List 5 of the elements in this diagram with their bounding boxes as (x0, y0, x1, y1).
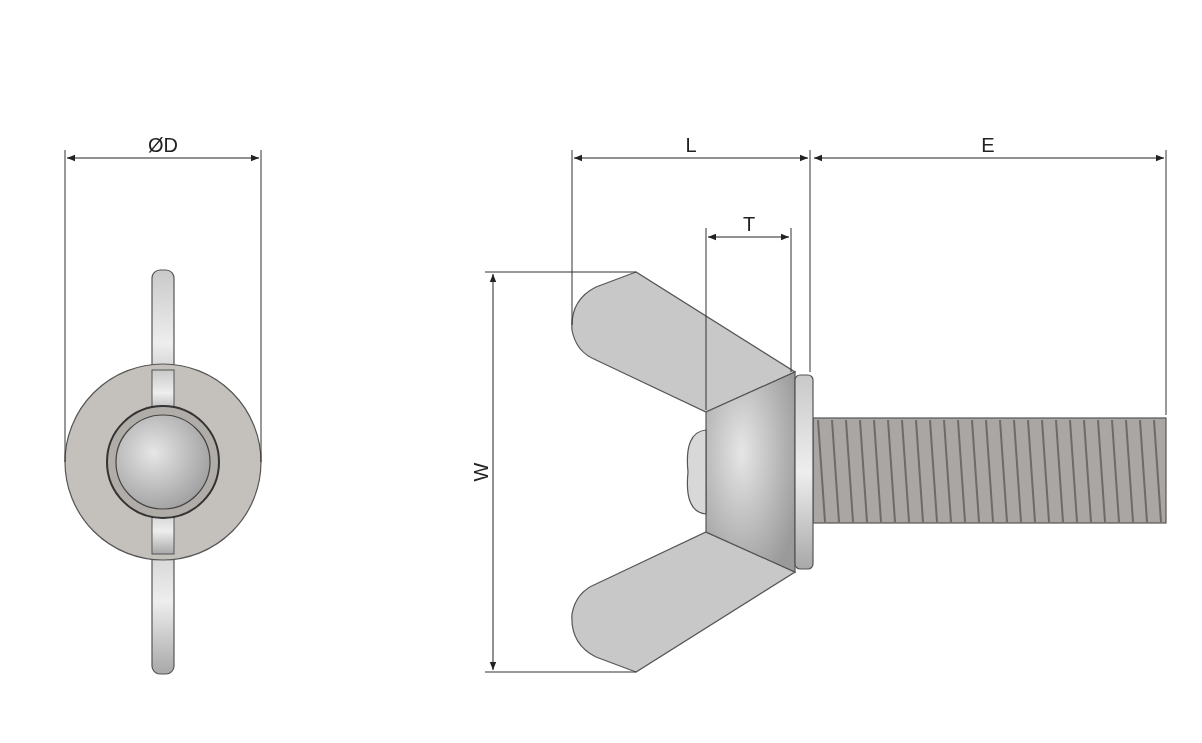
dimension-label: ØD (148, 135, 178, 155)
dimension-label: T (742, 214, 756, 234)
dimension-label: W (471, 462, 491, 482)
dimension-label: E (981, 135, 995, 155)
dimension-label: L (685, 135, 697, 155)
